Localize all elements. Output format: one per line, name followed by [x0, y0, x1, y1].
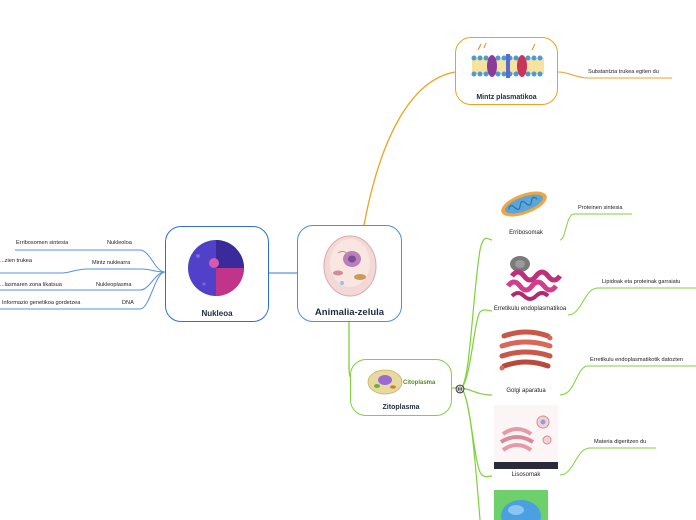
nucleolus-connector [105, 249, 166, 273]
lysosome-icon [494, 405, 558, 469]
dna-connector [118, 271, 166, 310]
organelle-ribosomes[interactable]: Erribosomak [492, 182, 560, 240]
animal-cell-icon [323, 235, 377, 297]
membrane-note-underline [557, 71, 672, 79]
nucleus-item-nucleoplasm[interactable]: Nukleoplasma [96, 282, 132, 288]
nucleus-item-dna-desc: Informazio genetikoa gordetzea [2, 300, 81, 306]
central-node[interactable]: Animalia-zelula [297, 225, 402, 322]
organelle-er[interactable]: Erretikulu endoplasmatikoa [492, 250, 568, 315]
golgi-desc-line [559, 365, 696, 396]
membrane-node[interactable]: Mintz plasmatikoa [455, 37, 558, 105]
nucleus-icon [188, 240, 244, 296]
nuclear-membrane-underline [0, 268, 89, 274]
membrane-note[interactable]: Substantzia trukea egiten du [588, 69, 659, 75]
cytoplasm-icon: Citoplasma [367, 369, 436, 395]
vacuole-icon [494, 490, 548, 520]
organelle-golgi[interactable]: Golgi aparatua [492, 326, 560, 394]
globe-icon[interactable] [455, 384, 465, 394]
cytoplasm-title: Zitoplasma [382, 404, 420, 411]
cytoplasm-node[interactable]: Citoplasma Zitoplasma [350, 359, 452, 416]
nucleus-item-nuclear-membrane-desc: ...zien trukea [0, 258, 33, 264]
cell-membrane-icon [471, 42, 544, 78]
mitochondrion-icon [501, 191, 547, 217]
central-title: Animalia-zelula [314, 307, 385, 318]
ribosome-connector [459, 237, 493, 389]
organelle-lysosomes-label: Lisosomak [511, 472, 541, 478]
organelle-ribosomes-label: Erribosomak [509, 230, 543, 236]
organelle-er-desc[interactable]: Lipidoak eta proteinak garraiatu [602, 279, 681, 285]
organelle-partial[interactable] [494, 490, 548, 520]
endoplasmic-reticulum-icon [506, 256, 562, 301]
organelle-golgi-desc[interactable]: Erretikulu endoplasmatikotik datozten [590, 357, 683, 363]
membrane-connector [363, 71, 456, 226]
er-connector [459, 309, 493, 389]
organelle-golgi-label: Golgi aparatua [506, 388, 546, 394]
membrane-title: Mintz plasmatikoa [476, 94, 537, 101]
organelle-lysosomes[interactable]: Lisosomak [492, 404, 560, 482]
vacuole-connector [459, 387, 481, 520]
lysosome-connector [459, 387, 493, 478]
nucleus-node[interactable]: Nukleoa [165, 226, 269, 322]
nucleus-item-nuclear-membrane[interactable]: Mintz nuklearra [92, 260, 131, 266]
er-desc-line [567, 287, 696, 316]
nucleus-item-nucleoplasm-desc: ...lasmaren zona likatsua [0, 282, 62, 288]
nucleus-item-nucleolus-desc: Erribosomen sintesia [16, 240, 69, 246]
organelle-ribosomes-desc[interactable]: Proteinen sintesia [578, 205, 623, 211]
organelle-er-label: Erretikulu endoplasmatikoa [493, 306, 567, 312]
organelle-lysosomes-desc[interactable]: Materia digeritzen du [594, 439, 647, 445]
nucleus-item-dna[interactable]: DNA [122, 300, 134, 306]
nuclear-membrane-connector [88, 268, 166, 273]
golgi-icon [499, 329, 553, 371]
nucleus-title: Nukleoa [201, 309, 233, 318]
ribosome-desc-line [559, 213, 632, 241]
lysosome-desc-line [559, 447, 656, 476]
nucleus-item-nucleolus[interactable]: Nukleoloa [107, 240, 132, 246]
cytoplasm-image-label: Citoplasma [403, 380, 436, 386]
